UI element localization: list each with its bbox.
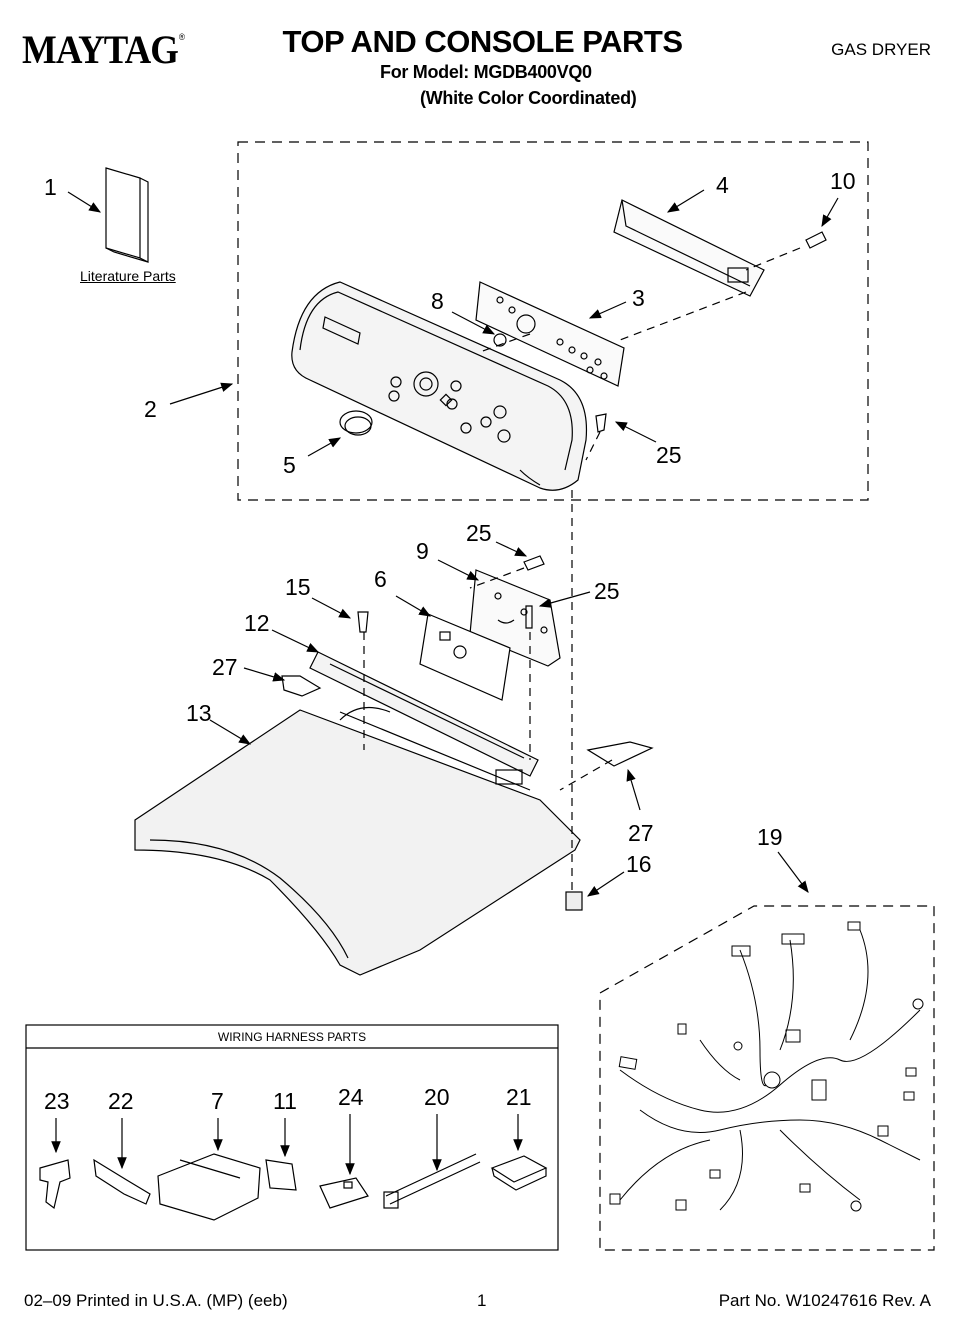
harness-part-22: 22 — [108, 1088, 134, 1114]
console-rail — [309, 651, 539, 777]
control-board — [475, 281, 625, 387]
pad-27-right — [586, 741, 654, 767]
console-bracket — [613, 199, 765, 297]
screw-25-a — [523, 555, 545, 571]
wiring-harness-box — [25, 1024, 559, 1251]
harness-part-24: 24 — [338, 1084, 364, 1110]
callout-16: 16 — [626, 851, 652, 877]
callout-6: 6 — [374, 566, 387, 592]
console-group-boundary — [237, 141, 869, 501]
callout-5: 5 — [283, 452, 296, 478]
part-11 — [265, 1159, 297, 1191]
harness-group-boundary — [599, 905, 935, 1251]
callout-9: 9 — [416, 538, 429, 564]
callout-10: 10 — [830, 168, 856, 194]
dryer-type: GAS DRYER — [831, 40, 931, 59]
model-line: For Model: MGDB400VQ0 — [380, 62, 592, 82]
callout-25-upper: 25 — [466, 520, 492, 546]
control-module — [419, 613, 511, 701]
dryer-top — [134, 706, 581, 976]
literature-book-icon — [105, 167, 149, 263]
callout-8: 8 — [431, 288, 444, 314]
screw-10 — [805, 231, 827, 249]
callout-25-lower: 25 — [594, 578, 620, 604]
footer-part-number: Part No. W10247616 Rev. A — [718, 1291, 931, 1310]
brand-text: MAYTAG — [22, 27, 179, 72]
screw-15 — [357, 611, 369, 633]
callout-27-right: 27 — [628, 820, 654, 846]
callout-13: 13 — [186, 700, 212, 726]
foot-16 — [565, 891, 583, 911]
callout-3: 3 — [632, 285, 645, 311]
footer-print-info: 02–09 Printed in U.S.A. (MP) (eeb) — [24, 1291, 288, 1310]
harness-part-21: 21 — [506, 1084, 532, 1110]
screw-25-console — [595, 413, 607, 433]
callout-25-console: 25 — [656, 442, 682, 468]
part-7 — [157, 1153, 261, 1221]
part-20 — [383, 1153, 481, 1209]
callout-12: 12 — [244, 610, 270, 636]
callout-1: 1 — [44, 174, 57, 200]
footer-page-number: 1 — [477, 1291, 487, 1310]
console-panel — [291, 281, 588, 491]
harness-part-23: 23 — [44, 1088, 70, 1114]
part-24 — [319, 1177, 369, 1209]
callout-27-left: 27 — [212, 654, 238, 680]
harness-part-7: 7 — [211, 1088, 224, 1114]
callout-4: 4 — [716, 172, 729, 198]
part-22 — [93, 1158, 151, 1205]
wire-harness — [609, 921, 924, 1212]
brand-logo: MAYTAG® — [22, 26, 185, 73]
knob-8 — [493, 333, 507, 347]
brand-registered-mark: ® — [178, 32, 185, 42]
color-line: (White Color Coordinated) — [420, 88, 637, 108]
page-title: TOP AND CONSOLE PARTS — [282, 24, 683, 59]
callout-19: 19 — [757, 824, 783, 850]
part-23 — [39, 1159, 71, 1210]
wiring-harness-title: WIRING HARNESS PARTS — [217, 1030, 367, 1044]
knob-part — [339, 410, 373, 436]
harness-part-11: 11 — [273, 1088, 297, 1114]
callout-2: 2 — [144, 396, 157, 422]
literature-parts-label: Literature Parts — [80, 268, 176, 284]
screw-25-b — [525, 605, 533, 629]
pad-27-left — [281, 675, 322, 697]
harness-part-20: 20 — [424, 1084, 450, 1110]
callout-15: 15 — [285, 574, 311, 600]
part-21 — [490, 1155, 548, 1191]
